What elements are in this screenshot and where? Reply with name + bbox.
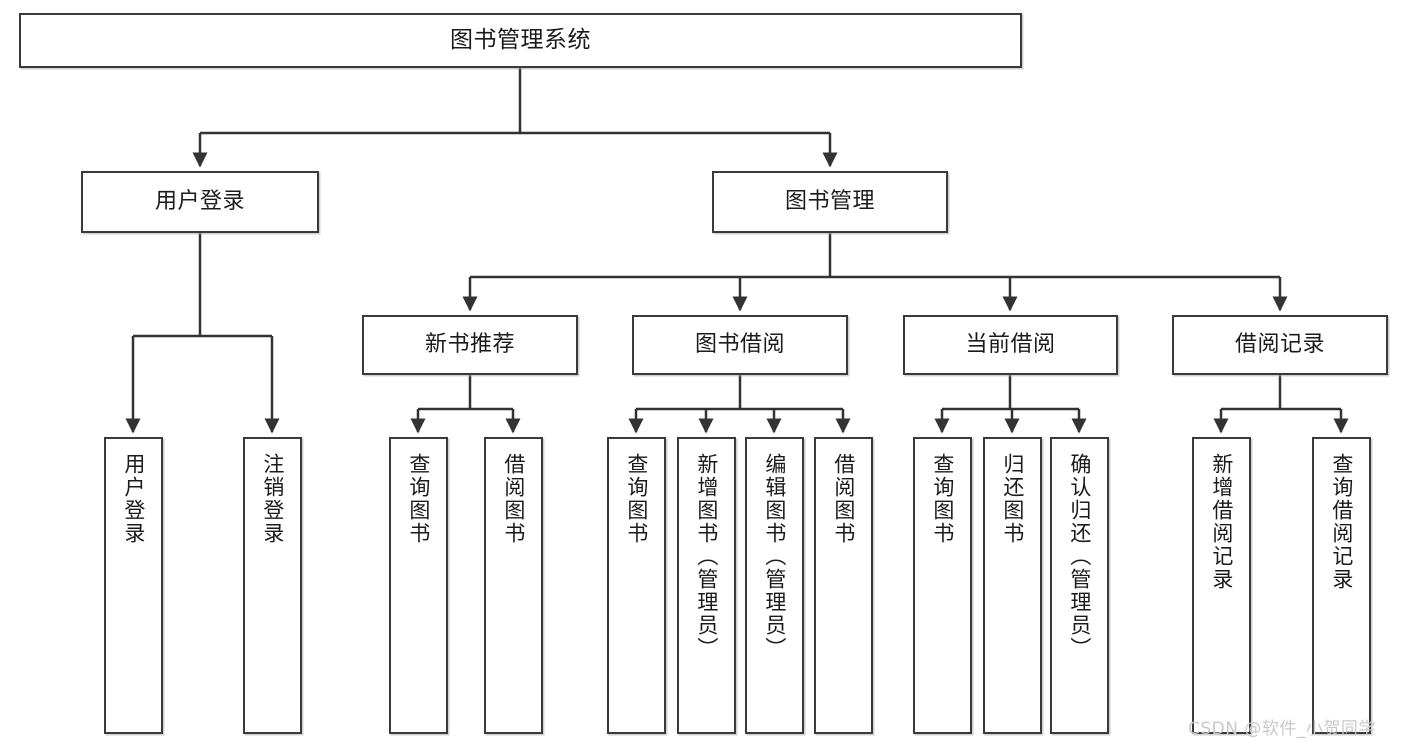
node-current-borrow-label: 当前借阅: [965, 332, 1056, 358]
leaf-borrow-book-newrec[interactable]: 借阅图书: [484, 437, 543, 734]
node-book-management-label: 图书管理: [784, 189, 875, 215]
leaf-query-book-borrow[interactable]: 查询图书: [607, 437, 666, 734]
node-user-login[interactable]: 用户登录: [81, 171, 319, 233]
node-book-borrow[interactable]: 图书借阅: [632, 315, 848, 375]
leaf-query-borrow-record[interactable]: 查询借阅记录: [1312, 437, 1371, 734]
csdn-watermark: CSDN @软件_小贺同学: [1188, 719, 1376, 739]
leaf-logout[interactable]: 注销登录: [243, 437, 302, 734]
node-current-borrow[interactable]: 当前借阅: [903, 315, 1118, 375]
leaf-label: 查询图书: [406, 453, 431, 545]
node-borrow-records-label: 借阅记录: [1234, 332, 1325, 358]
node-user-login-label: 用户登录: [154, 189, 245, 215]
leaf-label: 查询图书: [930, 453, 955, 545]
leaf-query-book-newrec[interactable]: 查询图书: [389, 437, 448, 734]
leaf-user-login[interactable]: 用户登录: [104, 437, 163, 734]
leaf-query-book-current[interactable]: 查询图书: [913, 437, 972, 734]
node-borrow-records[interactable]: 借阅记录: [1172, 315, 1388, 375]
leaf-borrow-book[interactable]: 借阅图书: [814, 437, 873, 734]
leaf-label: 确认归还（管理员）: [1067, 453, 1092, 660]
node-book-borrow-label: 图书借阅: [694, 332, 785, 358]
leaf-label: 归还图书: [1000, 453, 1025, 545]
node-book-management[interactable]: 图书管理: [712, 171, 948, 233]
node-new-book-recommend-label: 新书推荐: [424, 332, 515, 358]
node-new-book-recommend[interactable]: 新书推荐: [362, 315, 578, 375]
leaf-add-book-admin[interactable]: 新增图书（管理员）: [677, 437, 736, 734]
leaf-label: 注销登录: [260, 453, 285, 545]
leaf-edit-book-admin[interactable]: 编辑图书（管理员）: [745, 437, 804, 734]
leaf-label: 借阅图书: [501, 453, 526, 545]
leaf-return-book[interactable]: 归还图书: [983, 437, 1042, 734]
node-root[interactable]: 图书管理系统: [19, 13, 1022, 68]
leaf-label: 编辑图书（管理员）: [762, 453, 787, 660]
leaf-label: 新增图书（管理员）: [694, 453, 719, 660]
node-root-label: 图书管理系统: [450, 26, 591, 53]
leaf-confirm-return-admin[interactable]: 确认归还（管理员）: [1050, 437, 1109, 734]
leaf-label: 查询图书: [624, 453, 649, 545]
leaf-label: 新增借阅记录: [1209, 453, 1234, 591]
leaf-label: 用户登录: [121, 453, 146, 545]
leaf-label: 借阅图书: [831, 453, 856, 545]
leaf-add-borrow-record[interactable]: 新增借阅记录: [1192, 437, 1251, 734]
leaf-label: 查询借阅记录: [1329, 453, 1354, 591]
